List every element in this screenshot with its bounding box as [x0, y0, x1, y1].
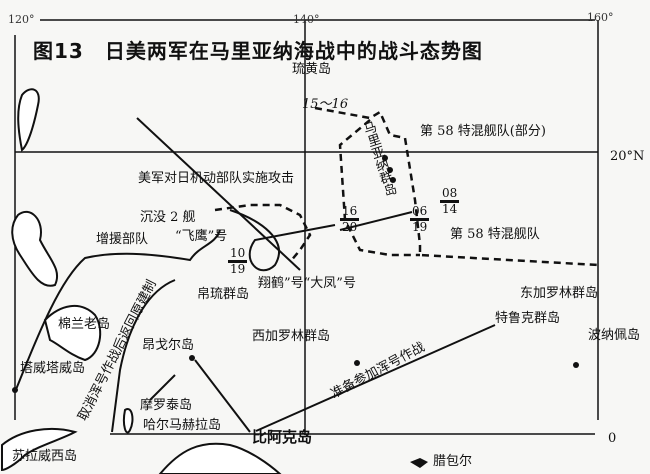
mindanao-label: 棉兰老岛	[58, 317, 111, 332]
japanese-dashed-route	[214, 203, 312, 263]
palau-dot	[189, 355, 195, 361]
truk-biak-route	[255, 324, 496, 432]
marianas-dot-2	[387, 167, 393, 173]
date-top: 10	[228, 246, 248, 264]
sunk-2-label: 沉没 2 舰	[140, 210, 196, 225]
mindanao-island	[43, 305, 102, 362]
japanese-loop	[229, 209, 336, 272]
morotai-label: 摩罗泰岛	[140, 398, 193, 413]
halmahera-label: 哈尔马赫拉岛	[143, 418, 222, 433]
date-bottom: 19	[230, 262, 246, 277]
lat-0-label: 0	[608, 431, 617, 446]
biak-label: 比阿克岛	[252, 428, 313, 446]
hiyo-label: “飞鹰”号	[175, 229, 228, 244]
date-bottom: 20	[342, 220, 358, 235]
shokaku-taiho-label: 翔鹤”号“大凤”号	[258, 276, 356, 291]
lat-20-label: 20°N	[610, 149, 645, 164]
marianas-dot-1	[382, 155, 388, 161]
ponape-label: 波纳佩岛	[588, 328, 641, 343]
halmahera-island	[122, 408, 134, 434]
rabaul-label: 腊包尔	[433, 454, 473, 469]
west-caroline-label: 西加罗林群岛	[252, 329, 331, 344]
sulawesi-label: 苏拉威西岛	[12, 449, 78, 464]
date-top: 16	[340, 204, 360, 222]
tf58-part-route	[314, 106, 599, 267]
map-title: 图13 日美两军在马里亚纳海战中的战斗态势图	[33, 39, 483, 63]
palau-biak-route	[194, 359, 251, 433]
truk-label: 特鲁克群岛	[495, 311, 561, 326]
lon-140-label: 140°	[293, 13, 320, 26]
palau-label: 帛琉群岛	[197, 287, 250, 302]
lon-160-label: 160°	[587, 11, 614, 24]
us-attack-label: 美军对日机动部队实施攻击	[138, 171, 295, 186]
marianas-dot-3	[390, 177, 396, 183]
sulawesi-island	[1, 427, 78, 472]
tf58-part-label: 第 58 特混舰队(部分)	[420, 124, 546, 139]
new-guinea-island	[158, 442, 282, 474]
east-caroline-label: 东加罗林群岛	[520, 286, 599, 301]
rabaul-island	[410, 458, 428, 468]
date-bottom: 19	[412, 220, 428, 235]
lon-120-label: 120°	[8, 13, 35, 26]
date-top: 08	[440, 186, 460, 204]
west-caroline-dot	[354, 360, 360, 366]
date-bottom: 14	[442, 202, 458, 217]
reinforcement-route	[14, 229, 221, 393]
tf58-label: 第 58 特混舰队	[450, 227, 540, 242]
tf58-arrow	[339, 211, 413, 231]
tawitawi-label: 塔威塔威岛	[20, 361, 86, 376]
tf58-part-route-2	[338, 119, 420, 257]
angaur-label: 昂戈尔岛	[142, 338, 195, 353]
reinforcement-label: 增援部队	[96, 232, 149, 247]
return-route	[111, 279, 176, 433]
iwo-jima-label: 琉黄岛	[292, 62, 332, 77]
angaur-morotai-route	[149, 374, 176, 401]
date-top: 06	[410, 204, 430, 222]
taiwan-island	[17, 88, 40, 152]
us-attack-line	[136, 117, 301, 271]
date-15-16-label: 15～16	[302, 97, 349, 112]
ponape-dot	[573, 362, 579, 368]
luzon-island	[11, 210, 59, 287]
